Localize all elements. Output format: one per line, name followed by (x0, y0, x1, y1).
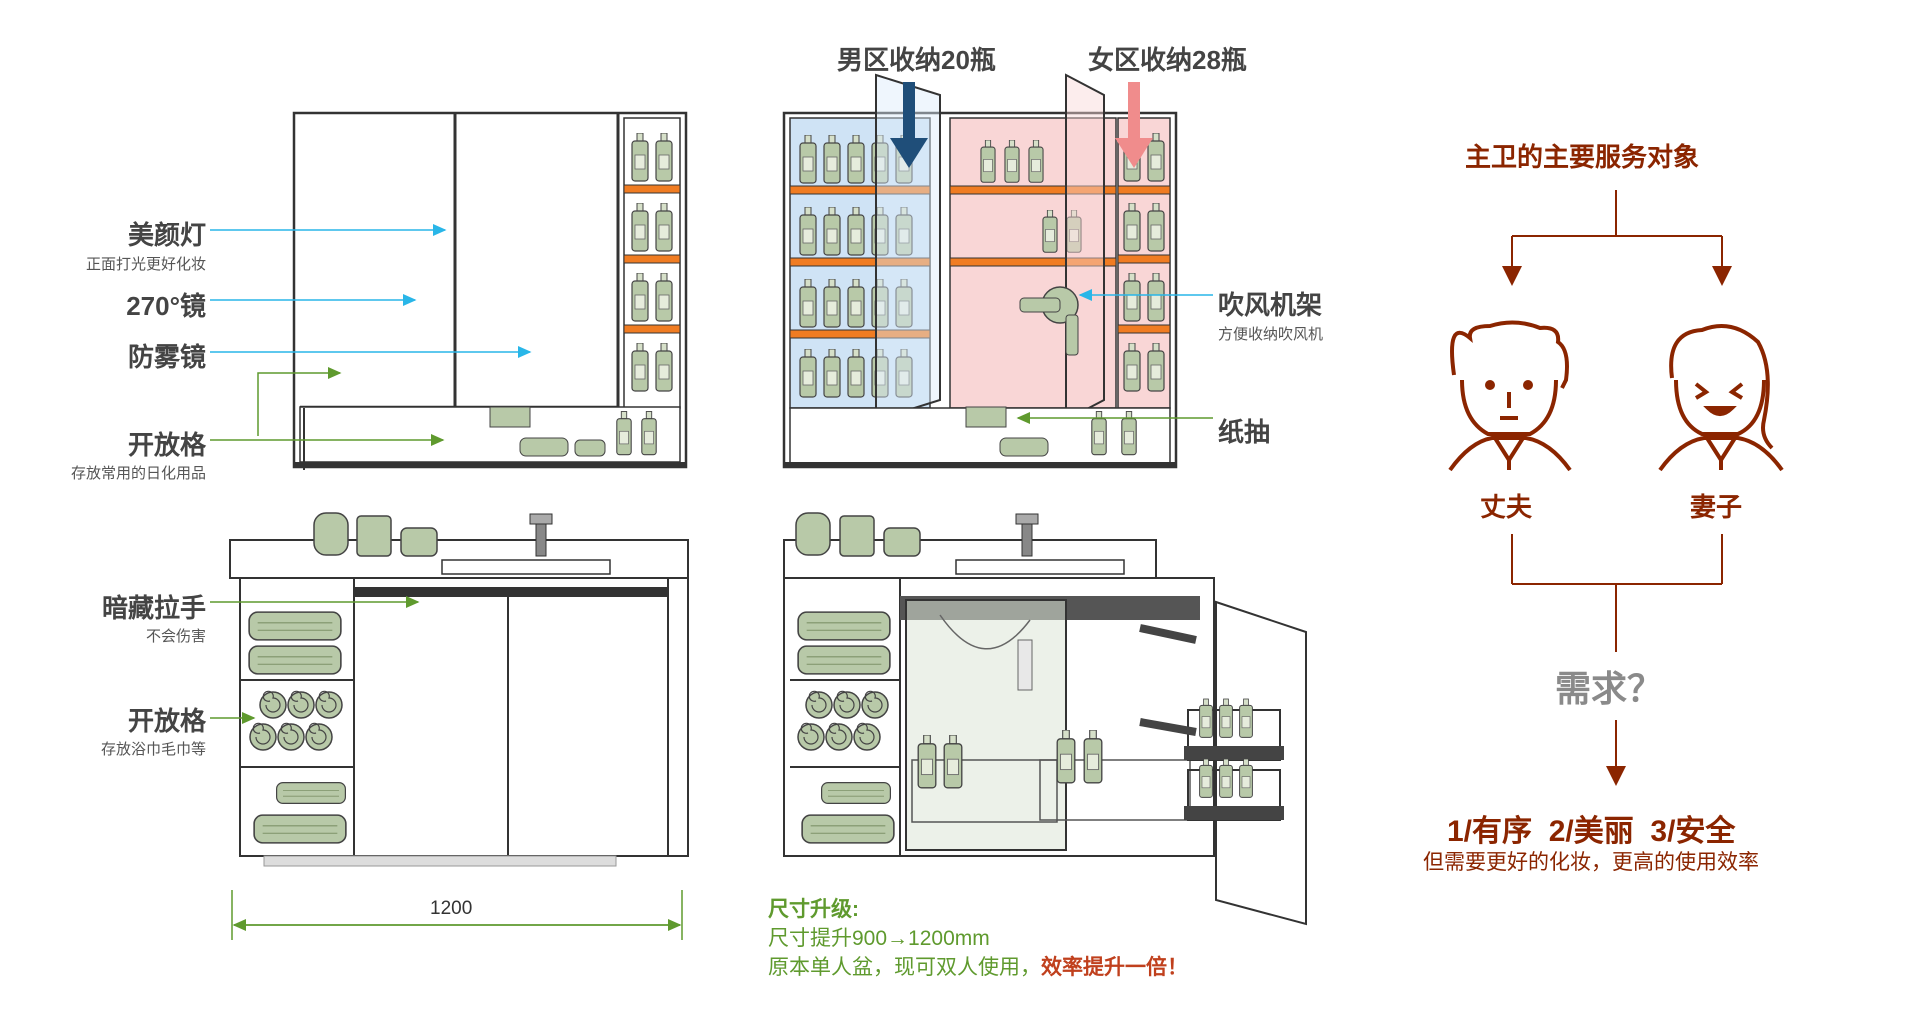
male-zone-label: 男区收纳20瓶 (837, 45, 996, 75)
upgrade-line2-emphasis: 效率提升一倍！ (1041, 956, 1188, 979)
mirror-270-title: 270°镜 (126, 291, 206, 321)
hair-dryer-sub: 方便收纳吹风机 (1218, 326, 1324, 343)
hair-dryer-title: 吹风机架 (1218, 290, 1323, 320)
goals-text: 1/有序 2/美丽 3/安全 (1447, 815, 1736, 848)
open-shelf-top-sub: 存放常用的日化用品 (70, 465, 206, 482)
needs-question: 需求？ (1555, 668, 1664, 709)
wife-label: 妻子 (1690, 492, 1743, 522)
antifog-title: 防雾镜 (127, 342, 206, 372)
flow-title: 主卫的主要服务对象 (1465, 142, 1700, 172)
beauty-light-sub: 正面打光更好化妆 (85, 256, 206, 273)
open-shelf-top-title: 开放格 (127, 430, 206, 460)
female-zone-label: 女区收纳28瓶 (1088, 45, 1247, 75)
left-mirror-cabinet (292, 111, 688, 470)
goals-subtext: 但需要更好的化妆，更高的使用效率 (1423, 851, 1759, 874)
left-vanity (229, 512, 689, 867)
zone-arrows (890, 82, 1153, 168)
open-shelf-bottom-title: 开放格 (127, 706, 206, 736)
wife-icon (1658, 324, 1784, 472)
husband-icon (1448, 320, 1572, 472)
right-mirror-cabinet (782, 73, 1178, 469)
dimension-line (231, 890, 683, 940)
hidden-handle-title: 暗藏拉手 (101, 593, 206, 623)
open-shelf-bottom-sub: 存放浴巾毛巾等 (100, 741, 206, 758)
upgrade-line2: 原本单人盆，现可双人使用，效率提升一倍！ (768, 951, 1188, 981)
right-callout-arrows (1016, 289, 1213, 424)
left-callout-arrows (210, 224, 532, 724)
upgrade-line2-text: 原本单人盆，现可双人使用， (768, 956, 1041, 979)
husband-label: 丈夫 (1480, 492, 1533, 522)
upgrade-line1: 尺寸提升900→1200mm (768, 927, 990, 950)
dimension-value: 1200 (430, 898, 473, 919)
right-vanity (783, 512, 1307, 926)
flow-connectors (1502, 190, 1732, 786)
hidden-handle-sub: 不会伤害 (145, 628, 206, 645)
beauty-light-title: 美颜灯 (127, 220, 206, 250)
tissue-title: 纸抽 (1218, 417, 1271, 447)
upgrade-heading: 尺寸升级: (768, 898, 859, 921)
